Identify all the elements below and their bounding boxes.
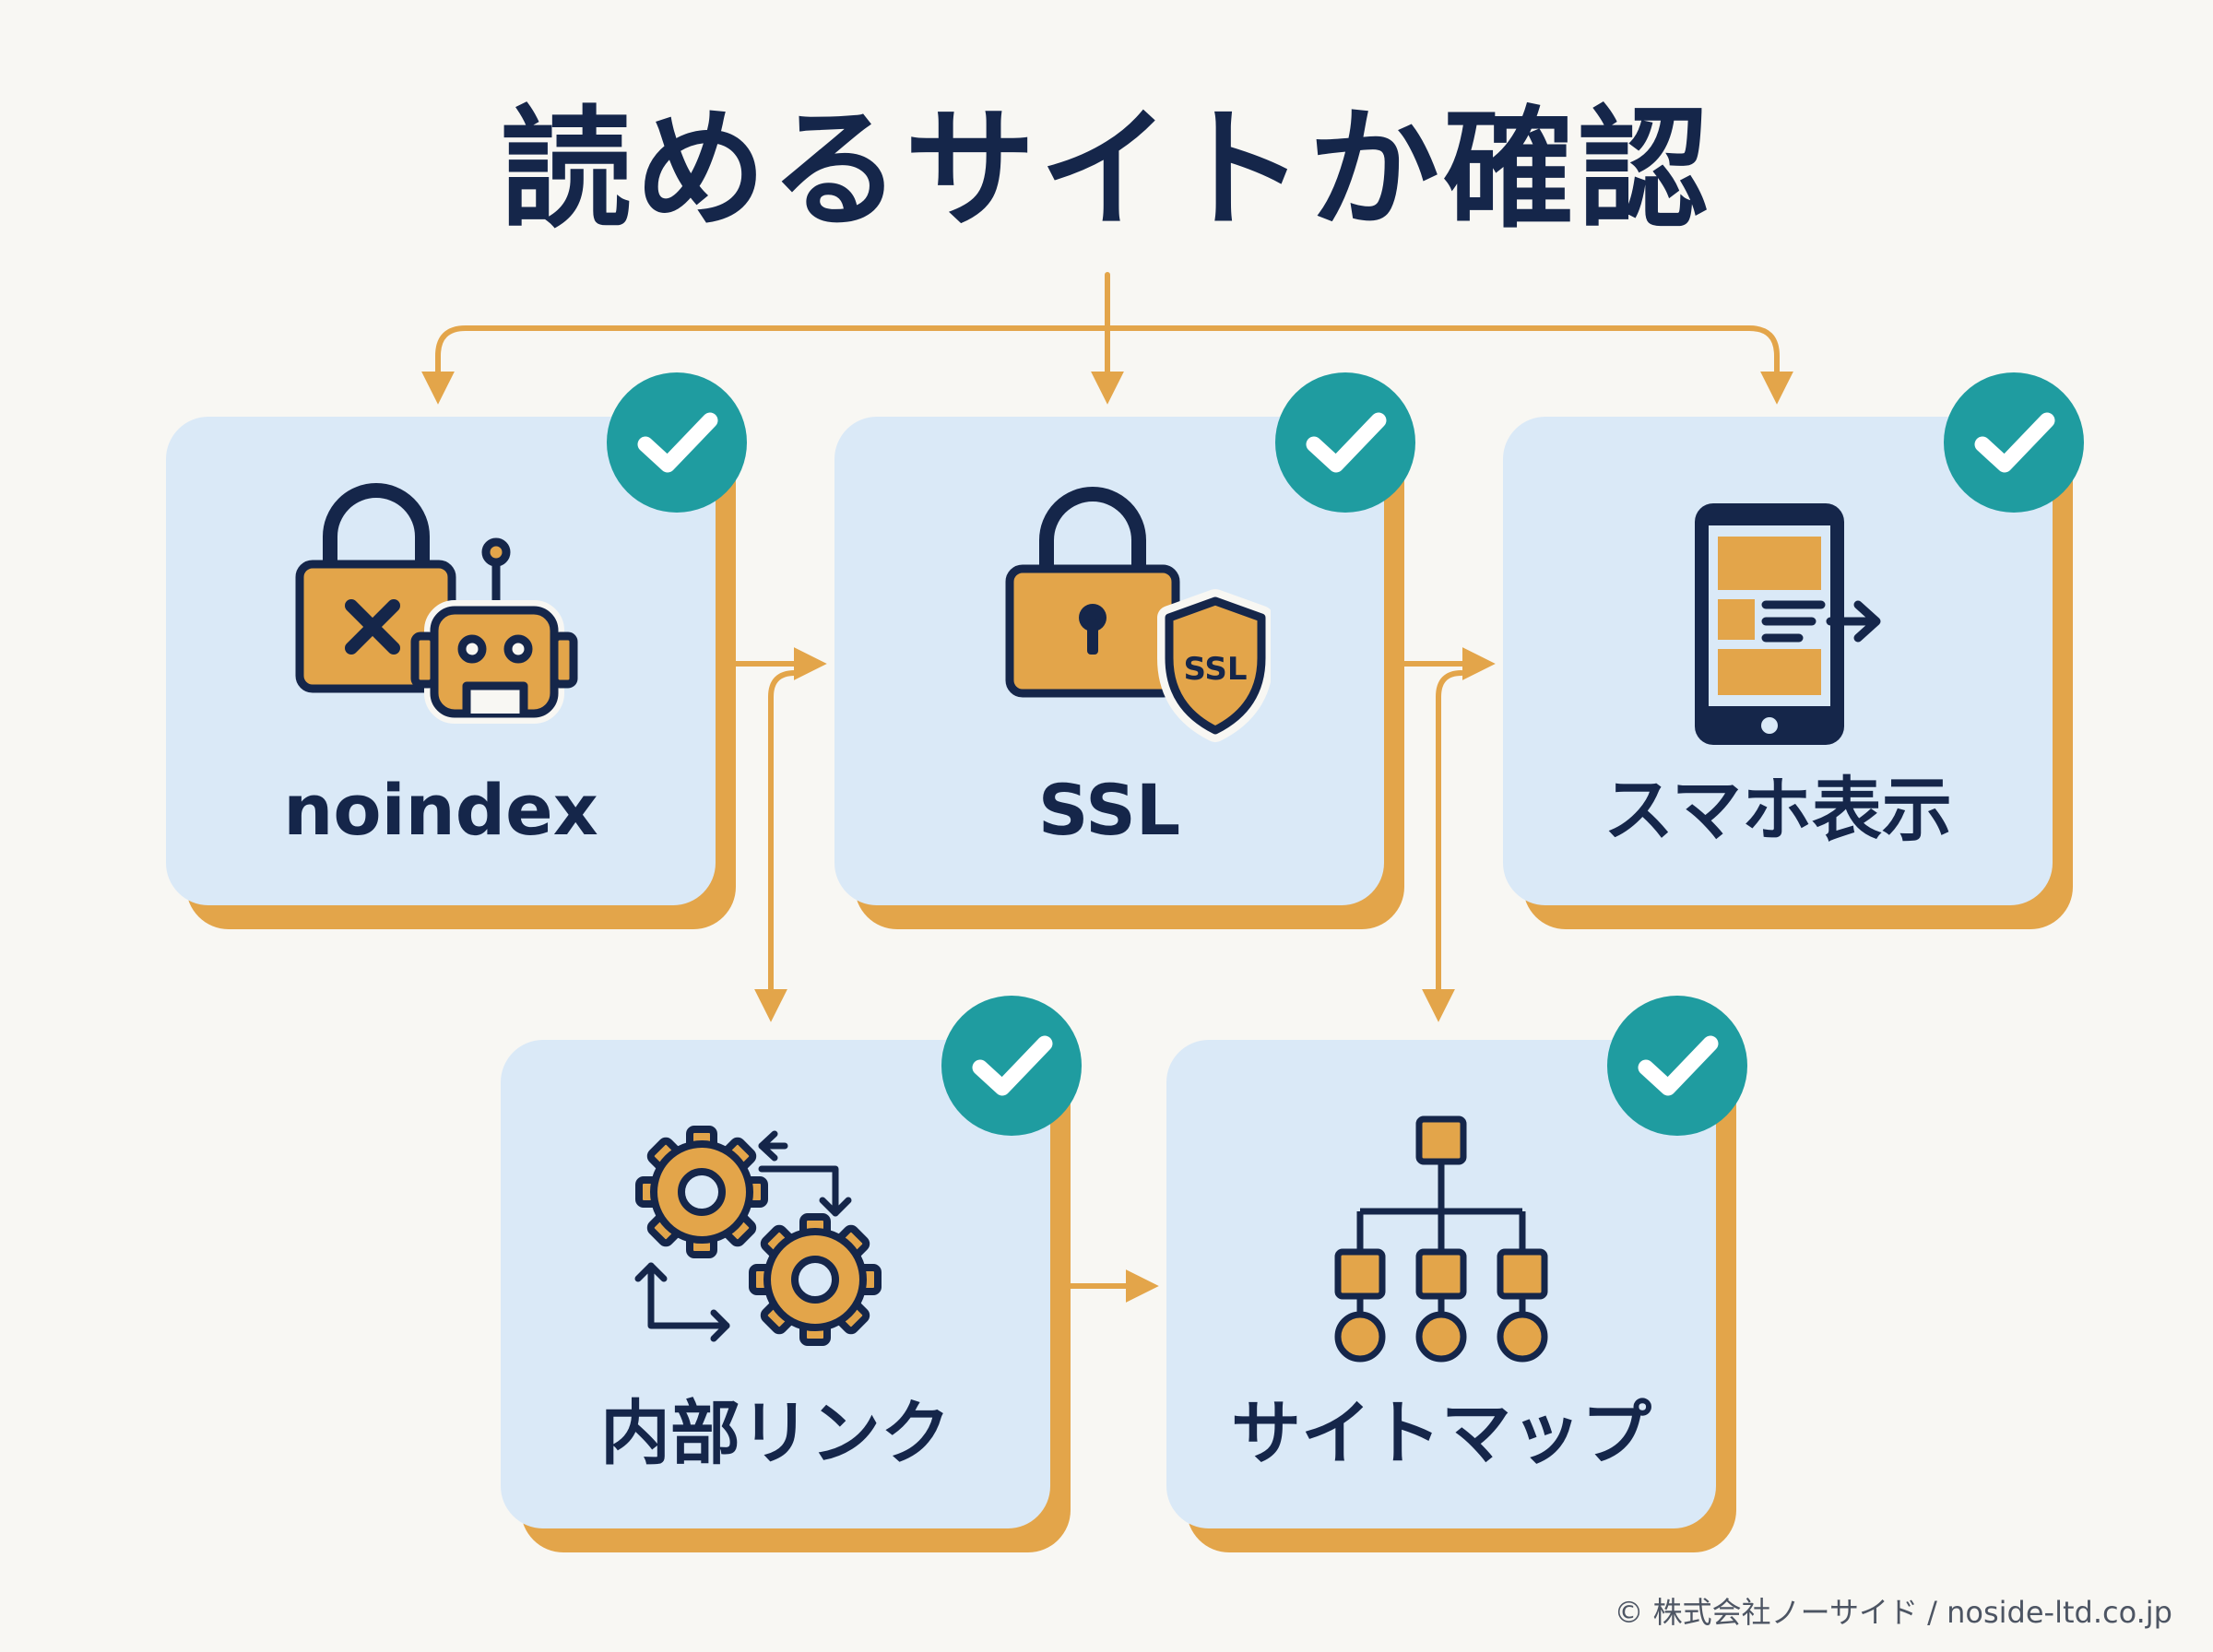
check-icon <box>1607 996 1747 1136</box>
card-internal-links: 内部リンク <box>501 996 1082 1552</box>
card-sitemap: サイトマップ <box>1166 996 1747 1552</box>
card-label-sitemap: サイトマップ <box>1231 1392 1651 1474</box>
check-icon <box>1944 372 2084 513</box>
card-label-mobile-display: スマホ表示 <box>1604 769 1952 851</box>
copyright-text: © 株式会社ノーサイド / noside-ltd.co.jp <box>1614 1595 2172 1630</box>
card-label-internal-links: 内部リンク <box>600 1392 951 1474</box>
padlock-ssl-shield-icon: SSL <box>1005 487 1271 742</box>
check-icon <box>1275 372 1415 513</box>
arrow-branch-to-mobile <box>1105 325 1793 405</box>
card-mobile-display: スマホ表示 <box>1503 372 2084 929</box>
arrow-noindex-to-internal-links <box>754 670 798 1022</box>
ssl-badge-text: SSL <box>1183 651 1247 688</box>
check-icon <box>941 996 1082 1136</box>
gears-arrows-icon <box>634 1126 882 1346</box>
card-ssl: SSL SSL <box>834 372 1415 929</box>
sitemap-tree-icon <box>1334 1115 1548 1363</box>
card-label-noindex: noindex <box>283 769 598 851</box>
card-noindex: noindex <box>166 372 747 929</box>
arrow-ssl-to-sitemap <box>1422 670 1464 1022</box>
page-title: 読めるサイトか確認 <box>501 94 1712 246</box>
check-icon <box>607 372 747 513</box>
arrow-branch-to-noindex <box>421 325 1110 405</box>
card-label-ssl: SSL <box>1037 769 1181 851</box>
padlock-robot-icon <box>295 483 578 724</box>
smartphone-icon <box>1695 503 1881 745</box>
